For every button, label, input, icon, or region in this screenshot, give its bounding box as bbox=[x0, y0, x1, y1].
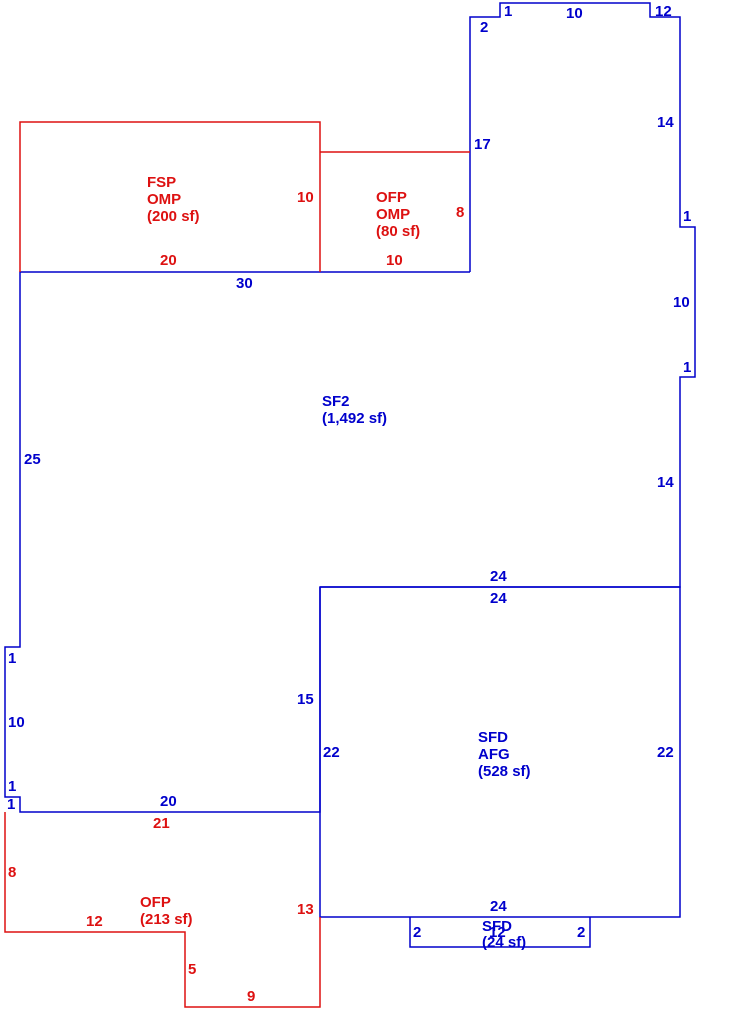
dim-label: 24 bbox=[490, 568, 507, 585]
dim-label: 22 bbox=[323, 744, 340, 761]
sfd-sub: AFG bbox=[478, 746, 510, 763]
dim-label: 12 bbox=[655, 3, 672, 20]
ofp-top-code: OFP bbox=[376, 189, 407, 206]
dim-label: 2 bbox=[413, 924, 421, 941]
dim-label: 21 bbox=[153, 815, 170, 832]
ofp-top-area: (80 sf) bbox=[376, 223, 420, 240]
dim-label: 10 bbox=[566, 5, 583, 22]
dim-label: 24 bbox=[490, 590, 507, 607]
fsp-sub: OMP bbox=[147, 191, 181, 208]
ofp-bottom-outline bbox=[4, 812, 321, 1008]
fsp-area: (200 sf) bbox=[147, 208, 200, 225]
dim-label: 2 bbox=[577, 924, 585, 941]
sfd-small-area: (24 sf) bbox=[482, 934, 526, 951]
sfd-small-code: SFD bbox=[482, 918, 512, 935]
dim-label: 1 bbox=[8, 650, 16, 667]
sf2-area: (1,492 sf) bbox=[322, 410, 387, 427]
dim-label: 13 bbox=[297, 901, 314, 918]
dim-label: 12 bbox=[86, 913, 103, 930]
dim-label: 10 bbox=[8, 714, 25, 731]
ofp-bottom-code: OFP bbox=[140, 894, 171, 911]
dim-label: 25 bbox=[24, 451, 41, 468]
fsp-outline bbox=[19, 121, 321, 272]
dim-label: 1 bbox=[7, 796, 15, 813]
dim-label: 5 bbox=[188, 961, 196, 978]
dim-label: 30 bbox=[236, 275, 253, 292]
sf2-outline bbox=[4, 2, 696, 813]
dim-label: 1 bbox=[8, 778, 16, 795]
dim-label: 8 bbox=[8, 864, 16, 881]
sfd-outline bbox=[319, 586, 681, 918]
dim-label: 15 bbox=[297, 691, 314, 708]
dim-label: 14 bbox=[657, 474, 674, 491]
dim-label: 20 bbox=[160, 793, 177, 810]
dim-label: 10 bbox=[297, 189, 314, 206]
dim-label: 24 bbox=[490, 898, 507, 915]
dim-label: 10 bbox=[386, 252, 403, 269]
sfd-area: (528 sf) bbox=[478, 763, 531, 780]
dim-label: 10 bbox=[673, 294, 690, 311]
fsp-code: FSP bbox=[147, 174, 176, 191]
sfd-code: SFD bbox=[478, 729, 508, 746]
dim-label: 1 bbox=[504, 3, 512, 20]
sf2-code: SF2 bbox=[322, 393, 350, 410]
dim-label: 1 bbox=[683, 359, 691, 376]
sfd-small-outline bbox=[409, 917, 591, 948]
ofp-top-sub: OMP bbox=[376, 206, 410, 223]
dim-label: 22 bbox=[657, 744, 674, 761]
dim-label: 14 bbox=[657, 114, 674, 131]
dim-label: 12 bbox=[489, 924, 506, 941]
dim-label: 8 bbox=[456, 204, 464, 221]
dim-label: 20 bbox=[160, 252, 177, 269]
dim-label: 1 bbox=[683, 208, 691, 225]
ofp-bottom-area: (213 sf) bbox=[140, 911, 193, 928]
dim-label: 17 bbox=[474, 136, 491, 153]
dim-label: 2 bbox=[480, 19, 488, 36]
dim-label: 9 bbox=[247, 988, 255, 1005]
